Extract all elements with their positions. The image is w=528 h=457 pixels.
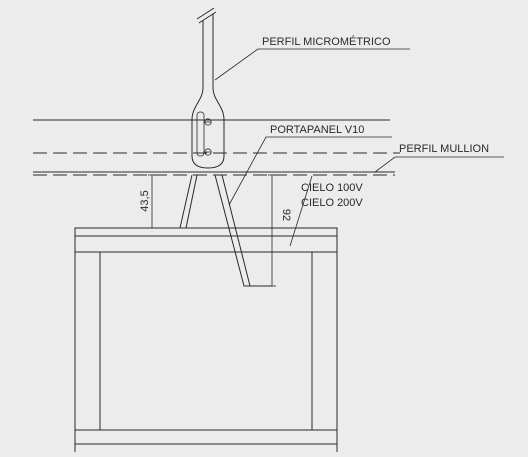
dimension-43-5: 43,5 <box>139 174 156 229</box>
dimension-92: 92 <box>268 174 292 287</box>
portapanel-bracket <box>152 174 272 287</box>
ceiling-panel <box>74 227 338 457</box>
leader-cielo <box>289 175 313 247</box>
dimension-43-5-label: 43,5 <box>139 190 151 211</box>
micrometric-profile <box>191 7 225 169</box>
label-perfil-micrometrico: PERFIL MICROMÉTRICO <box>262 35 391 48</box>
panel-outline <box>74 227 338 457</box>
label-portapanel: PORTAPANEL V10 <box>270 124 364 136</box>
leader-perfil-mullion <box>374 156 504 173</box>
leader-portapanel <box>228 136 392 206</box>
dimension-92-label: 92 <box>280 209 292 221</box>
label-cielo-100v: CIELO 100V <box>301 182 363 194</box>
leader-perfil-micrometrico <box>214 48 410 81</box>
annotations: PERFIL MICROMÉTRICO PORTAPANEL V10 PERFI… <box>214 35 504 247</box>
reference-lines <box>33 119 400 176</box>
label-perfil-mullion: PERFIL MULLION <box>399 143 489 155</box>
label-cielo-200v: CIELO 200V <box>301 197 363 209</box>
